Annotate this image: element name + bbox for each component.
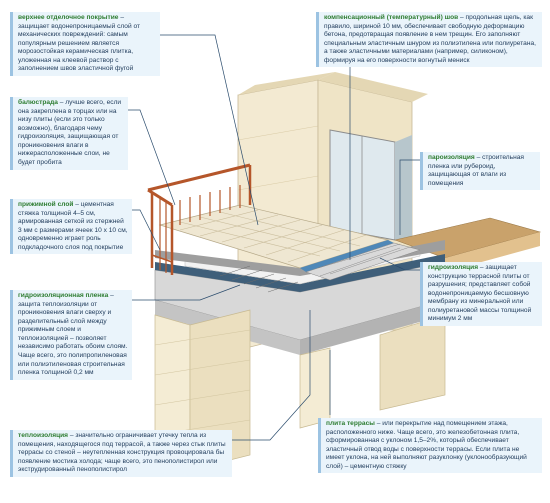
label-slab-desc: – или перекрытие над помещением этажа, р… xyxy=(326,420,527,470)
label-insulation-desc: – значительно ограничивает утечку тепла … xyxy=(18,432,226,474)
label-vapor-term: пароизоляция xyxy=(428,154,475,161)
label-insulation-term: теплоизоляция xyxy=(18,432,69,439)
tile-floor xyxy=(158,204,421,281)
slab-layers xyxy=(154,240,446,355)
label-waterproofing-desc: – защищает конструкцию террасной плиты о… xyxy=(428,264,532,323)
label-joint: компенсационный (температурный) шов – пр… xyxy=(316,12,542,68)
label-waterproofing-term: гидроизоляция xyxy=(428,264,479,271)
label-vapor-desc: – строительная пленка или рубероид, защи… xyxy=(428,154,524,187)
label-waterproofing: гидроизоляция – защищает конструкцию тер… xyxy=(420,262,542,326)
label-vapor: пароизоляция – строительная пленка или р… xyxy=(420,152,540,191)
balustrade-railing xyxy=(147,163,252,275)
label-screed-term: прижимной слой xyxy=(18,201,74,208)
label-slab-term: плита террасы xyxy=(326,420,375,427)
label-top-finish: верхнее отделочное покрытие – защищает в… xyxy=(10,12,160,76)
label-slab: плита террасы – или перекрытие над помещ… xyxy=(318,418,542,474)
label-insulation: теплоизоляция – значительно ограничивает… xyxy=(10,430,232,477)
label-balustrade-desc: – лучше всего, если она закреплена в тор… xyxy=(18,99,122,166)
label-joint-desc: – продольная щель, как правило, шириной … xyxy=(324,14,536,64)
support-column-right xyxy=(299,314,446,429)
label-balustrade-term: балюстрада xyxy=(18,99,58,106)
label-top-finish-desc: – защищает водонепроницаемый слой от мех… xyxy=(18,14,141,73)
label-balustrade: балюстрада – лучше всего, если она закре… xyxy=(10,97,128,170)
label-screed-desc: – цементная стяжка толщиной 4–5 см, арми… xyxy=(18,201,128,251)
label-membrane-term: гидроизоляционная пленка xyxy=(18,292,109,299)
label-joint-term: компенсационный (температурный) шов xyxy=(324,14,459,21)
label-top-finish-term: верхнее отделочное покрытие xyxy=(18,14,119,21)
label-screed: прижимной слой – цементная стяжка толщин… xyxy=(10,199,132,255)
label-membrane: гидроизоляционная пленка – защита теплои… xyxy=(10,290,132,380)
label-membrane-desc: – защита теплоизоляции от проникновения … xyxy=(18,292,128,377)
